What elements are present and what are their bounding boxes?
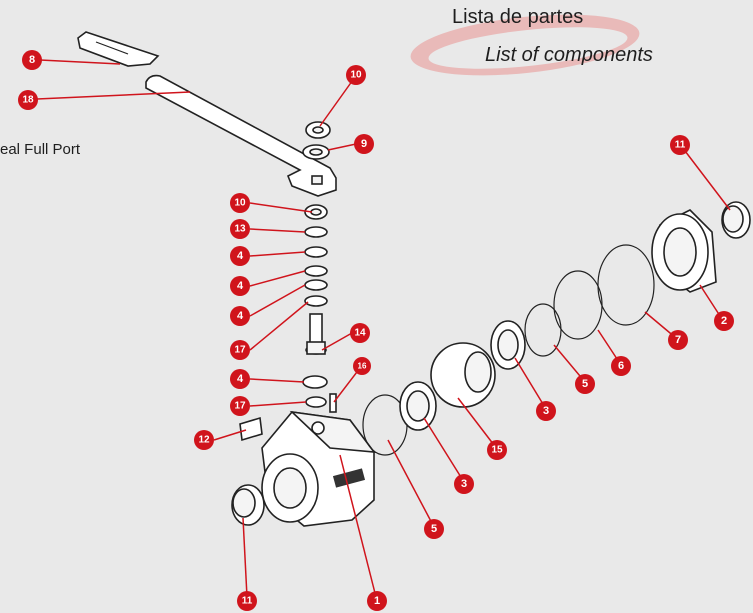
svg-text:10: 10 xyxy=(234,198,246,209)
svg-text:17: 17 xyxy=(234,345,246,356)
svg-text:5: 5 xyxy=(431,523,437,535)
svg-text:18: 18 xyxy=(22,95,34,106)
callout-11-right: 11 xyxy=(670,135,690,155)
callout-2: 2 xyxy=(714,311,734,331)
callout-16: 16 xyxy=(353,357,371,375)
title-english: List of components xyxy=(485,44,653,66)
valve-body xyxy=(261,410,376,527)
svg-text:6: 6 xyxy=(618,360,624,372)
stem-stack xyxy=(304,204,328,307)
svg-text:4: 4 xyxy=(237,310,244,322)
svg-text:9: 9 xyxy=(361,138,367,150)
svg-text:13: 13 xyxy=(234,224,246,235)
svg-text:15: 15 xyxy=(491,445,503,456)
o-ring xyxy=(597,244,655,326)
svg-text:16: 16 xyxy=(358,362,367,371)
svg-text:1: 1 xyxy=(374,595,380,607)
callout-10-stem: 10 xyxy=(230,193,250,213)
callout-14: 14 xyxy=(350,323,370,343)
callout-3-left: 3 xyxy=(454,474,474,494)
callout-7: 7 xyxy=(668,330,688,350)
gasket xyxy=(553,270,603,340)
svg-text:4: 4 xyxy=(237,250,244,262)
title-spanish: Lista de partes xyxy=(452,6,584,28)
washer xyxy=(302,144,330,160)
stem xyxy=(305,313,327,355)
callout-9: 9 xyxy=(354,134,374,154)
callout-13: 13 xyxy=(230,219,250,239)
svg-text:5: 5 xyxy=(582,378,588,390)
callout-4-second: 4 xyxy=(230,276,250,296)
callout-18: 18 xyxy=(18,90,38,110)
callout-17-lower: 17 xyxy=(230,396,250,416)
svg-text:3: 3 xyxy=(461,478,467,490)
callout-1: 1 xyxy=(367,591,387,611)
callout-5-left: 5 xyxy=(424,519,444,539)
svg-text:14: 14 xyxy=(354,328,366,339)
label-plate xyxy=(239,416,263,442)
callout-8: 8 xyxy=(22,50,42,70)
ball xyxy=(430,342,496,408)
svg-text:12: 12 xyxy=(198,435,210,446)
svg-text:8: 8 xyxy=(29,54,35,66)
seat-right xyxy=(490,320,526,370)
leader-lines xyxy=(36,59,731,602)
callout-4-fourth: 4 xyxy=(230,369,250,389)
callout-12: 12 xyxy=(194,430,214,450)
svg-text:11: 11 xyxy=(242,596,253,607)
right-end-cap xyxy=(721,201,751,239)
end-seal-ring xyxy=(524,303,562,357)
callout-5-right: 5 xyxy=(575,374,595,394)
svg-text:11: 11 xyxy=(675,140,686,151)
end-connector xyxy=(651,209,717,293)
left-end-cap xyxy=(231,484,265,526)
handle-lever xyxy=(145,74,337,197)
callout-17-upper: 17 xyxy=(230,340,250,360)
handle-grip xyxy=(77,31,160,67)
callout-4-first: 4 xyxy=(230,246,250,266)
callout-6: 6 xyxy=(611,356,631,376)
svg-text:7: 7 xyxy=(675,334,681,346)
svg-text:10: 10 xyxy=(350,70,362,81)
svg-text:2: 2 xyxy=(721,315,727,327)
top-nut xyxy=(305,121,331,139)
svg-text:4: 4 xyxy=(237,373,244,385)
svg-text:17: 17 xyxy=(234,401,246,412)
callout-15: 15 xyxy=(487,440,507,460)
callout-11-left: 11 xyxy=(237,591,257,611)
seat-left xyxy=(399,381,437,431)
stop-pin xyxy=(329,393,337,413)
svg-text:3: 3 xyxy=(543,405,549,417)
callout-3-right: 3 xyxy=(536,401,556,421)
callout-4-third: 4 xyxy=(230,306,250,326)
svg-text:4: 4 xyxy=(237,280,244,292)
side-caption: eal Full Port xyxy=(0,141,81,158)
callout-10-top: 10 xyxy=(346,65,366,85)
